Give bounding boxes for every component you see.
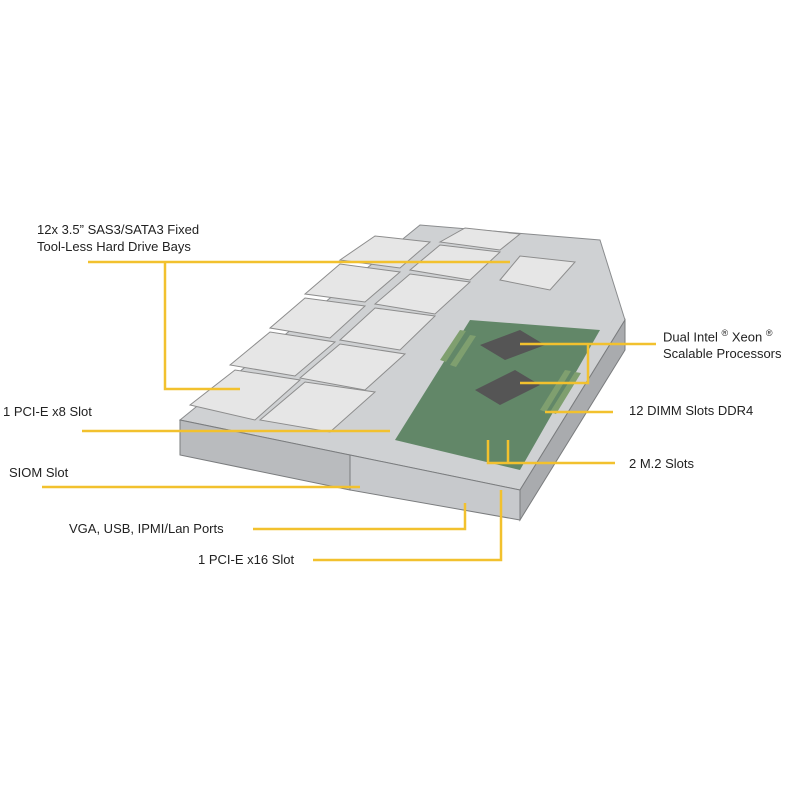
label-line: Scalable Processors: [663, 346, 782, 362]
label-ports: VGA, USB, IPMI/Lan Ports: [69, 521, 224, 536]
label-line: Dual Intel ® Xeon ®: [663, 325, 782, 345]
callout-m2: [486, 440, 615, 465]
registered-mark: ®: [721, 328, 729, 338]
registered-mark: ®: [765, 328, 773, 338]
callout-hdd-bracket: [163, 262, 240, 391]
label-text: Xeon: [731, 329, 763, 345]
label-pcie-x8: 1 PCI-E x8 Slot: [3, 404, 92, 419]
label-line: 12x 3.5” SAS3/SATA3 Fixed: [37, 222, 200, 237]
label-m2: 2 M.2 Slots: [629, 456, 695, 471]
label-processors: Dual Intel ® Xeon ® Scalable Processors: [663, 325, 782, 362]
label-dimm: 12 DIMM Slots DDR4: [629, 403, 754, 418]
label-hard-drive-bays: 12x 3.5” SAS3/SATA3 Fixed Tool-Less Hard…: [37, 221, 199, 255]
label-siom: SIOM Slot: [9, 465, 69, 480]
label-text: Dual Intel: [663, 329, 718, 345]
callout-pcie-x16: [313, 490, 503, 562]
callout-lines: [42, 260, 656, 562]
label-line: Tool-Less Hard Drive Bays: [37, 239, 191, 254]
chassis-side: [519, 318, 626, 522]
callout-ports: [253, 503, 467, 531]
label-pcie-x16: 1 PCI-E x16 Slot: [198, 552, 295, 567]
cpu-heatsinks: [475, 330, 545, 405]
callout-cpu-bracket: [520, 344, 590, 385]
